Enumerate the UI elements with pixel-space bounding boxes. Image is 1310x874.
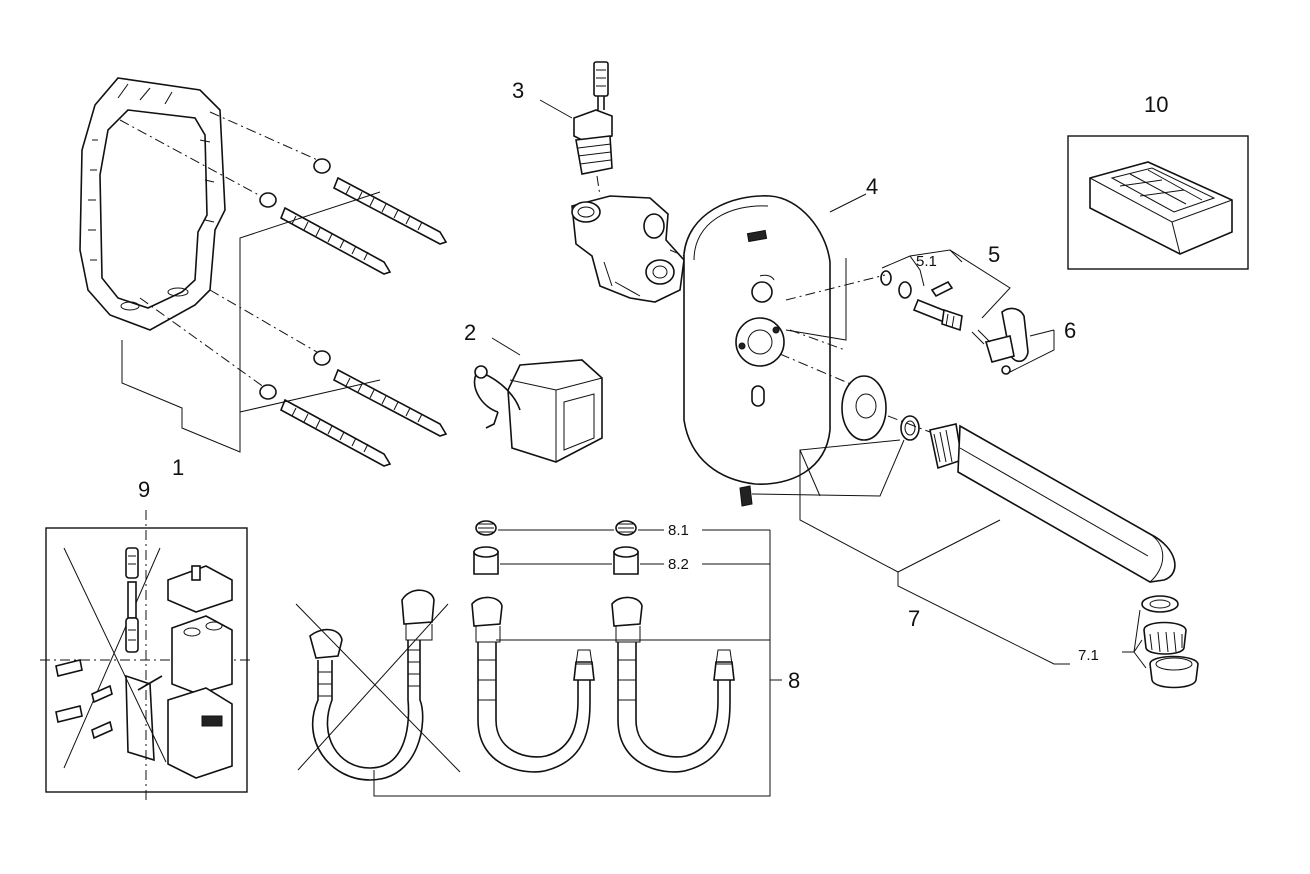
label-6: 6 xyxy=(1064,318,1076,343)
label-8: 8 xyxy=(788,668,800,693)
label-1: 1 xyxy=(172,455,184,480)
label-7-1: 7.1 xyxy=(1078,647,1099,664)
part-7-1-aerator: 7.1 xyxy=(1078,595,1199,689)
label-8-2: 8.2 xyxy=(668,556,689,573)
part-7-spout: 7 xyxy=(739,353,1176,665)
part-1-mounting-frame: 1 xyxy=(79,77,448,480)
part-9-sensor-kit: 9 xyxy=(40,477,254,800)
label-3: 3 xyxy=(512,78,524,103)
part-3-solenoid-valve: 3 xyxy=(512,61,613,197)
part-4-cover-plate: 4 xyxy=(683,174,878,485)
label-10: 10 xyxy=(1144,92,1168,117)
part-6-lever: 6 xyxy=(971,307,1076,375)
label-8-1: 8.1 xyxy=(668,522,689,539)
part-8-hoses: 8.1 8.2 8 xyxy=(295,520,800,797)
valve-body xyxy=(571,195,741,303)
part-5-cartridge: 5.1 5 xyxy=(785,242,1011,351)
label-5-1: 5.1 xyxy=(916,253,937,270)
label-9: 9 xyxy=(138,477,150,502)
label-2: 2 xyxy=(464,320,476,345)
part-2-power-unit: 2 xyxy=(464,320,603,463)
label-4: 4 xyxy=(866,174,878,199)
part-10-control-module: 10 xyxy=(1067,92,1249,270)
label-5: 5 xyxy=(988,242,1000,267)
label-7: 7 xyxy=(908,606,920,631)
